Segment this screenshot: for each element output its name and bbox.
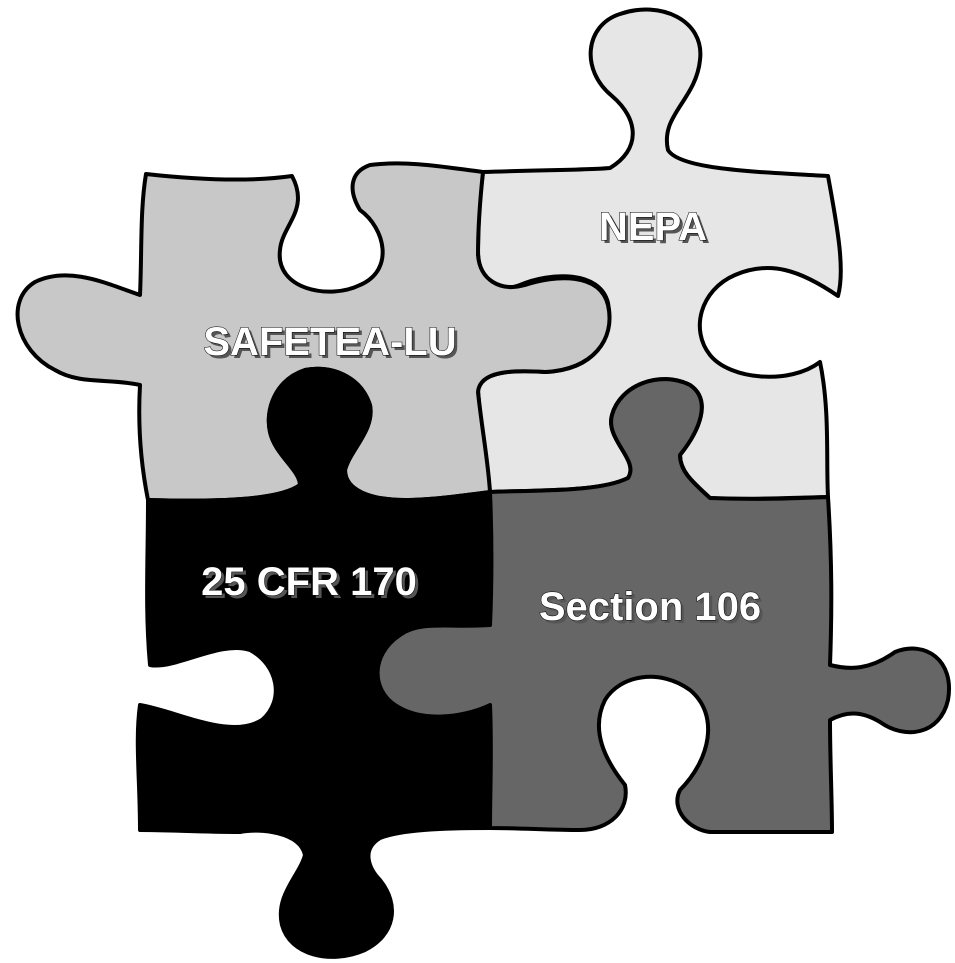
25-cfr-170-label-shadow: 25 CFR 170 <box>204 563 420 607</box>
safetea-lu-label: SAFETEA-LU <box>203 320 456 364</box>
25-cfr-170-piece <box>135 366 494 959</box>
nepa-label-shadow: NEPA <box>602 208 710 252</box>
section-106-piece <box>375 377 952 835</box>
nepa-label: NEPA <box>599 205 707 249</box>
safetea-lu-label-shadow: SAFETEA-LU <box>206 323 459 367</box>
section-106-label: Section 106 <box>539 585 761 629</box>
25-cfr-170-label: 25 CFR 170 <box>201 560 417 604</box>
section-106-label-shadow: Section 106 <box>542 588 764 632</box>
